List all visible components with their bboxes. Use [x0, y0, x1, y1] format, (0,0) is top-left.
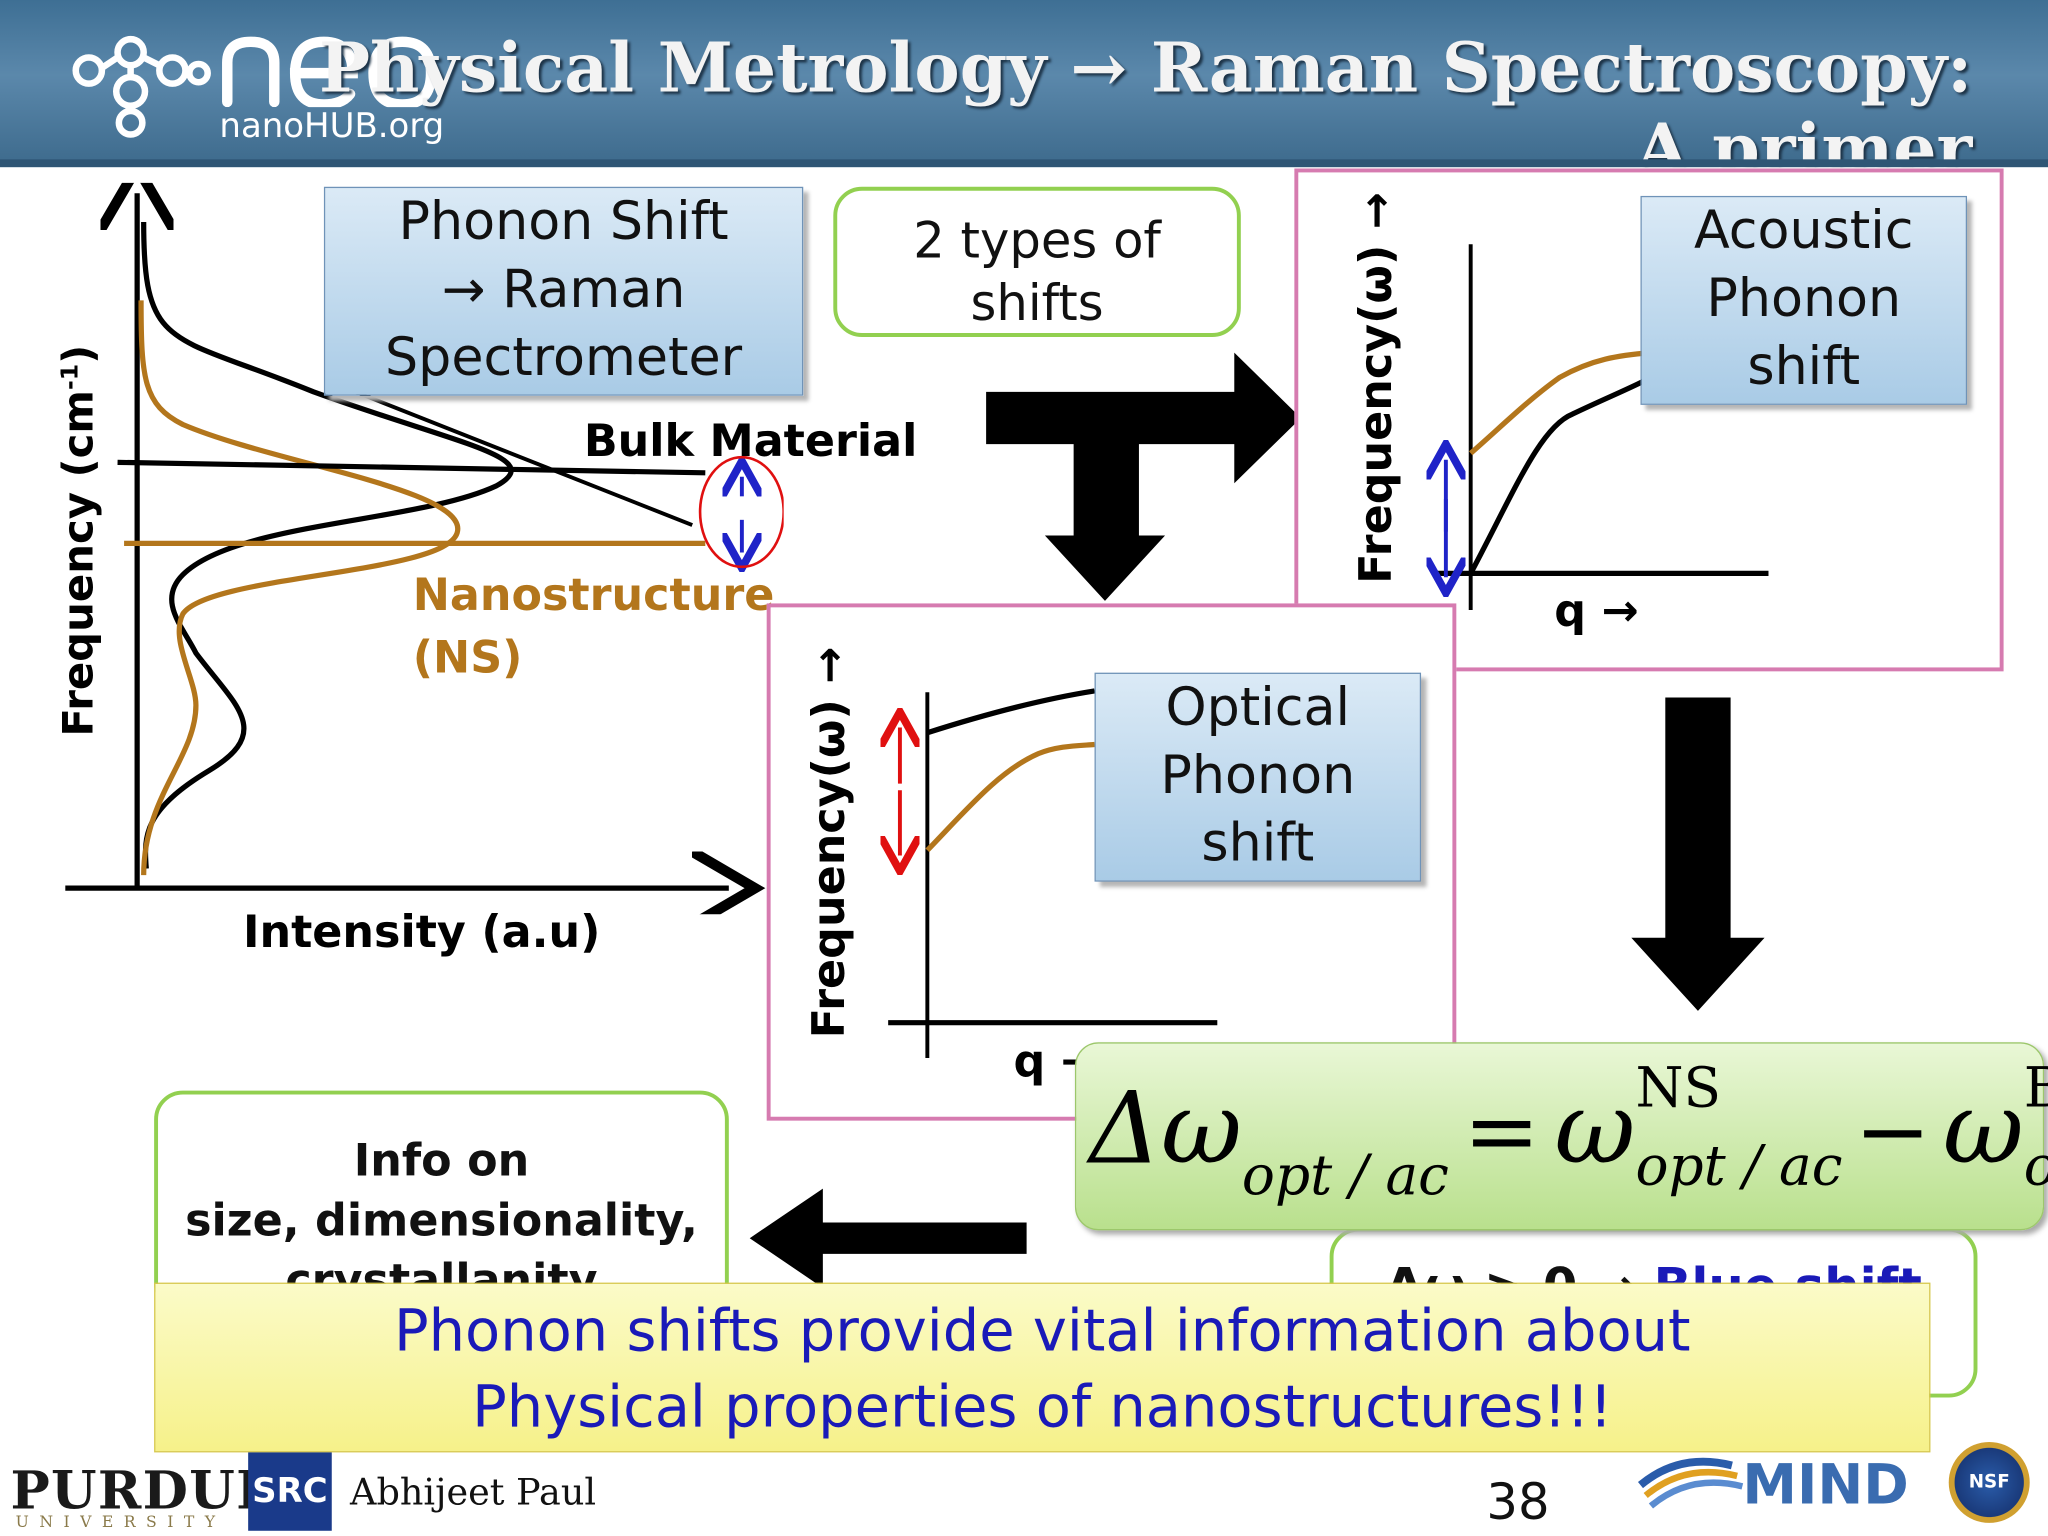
branch-arrows: [986, 352, 1301, 601]
bulk-curve: [141, 222, 514, 869]
acoustic-dispersion-plot: [1422, 244, 1769, 610]
src-logo: SRC: [248, 1452, 332, 1531]
optical-bulk-curve: [926, 688, 1095, 736]
left-plot-ylabel: Frequency (cm-1): [53, 344, 104, 737]
optical-phonon-panel: Frequency(ω) → q → Optical Phonon shift: [766, 603, 1457, 1121]
acoustic-ylabel: Frequency(ω) →: [1350, 192, 1403, 584]
nanohub-wordmark-icon: [222, 36, 437, 108]
pointer-line: [354, 390, 693, 527]
info-box: Info on size, dimensionality, crystallan…: [154, 1090, 729, 1313]
types-of-shifts-box: 2 types of shifts: [833, 186, 1241, 337]
bulk-peak-line: [117, 459, 706, 476]
right-arrow-icon: [986, 352, 1301, 484]
down-arrow-right: [1631, 697, 1765, 1011]
bulk-material-label: Bulk Material: [583, 415, 918, 468]
shift-highlight-circle: [698, 455, 784, 569]
logo-text: nanoHUB.org: [219, 107, 445, 147]
optical-ns-curve: [925, 741, 1095, 853]
acoustic-xlabel: q →: [1554, 585, 1639, 638]
nsf-logo: NSF: [1948, 1441, 2030, 1523]
acoustic-ns-curve: [1468, 350, 1652, 456]
phonon-shift-formula: Δωopt / ac = ω NS opt / ac − ω Bulk opt …: [1074, 1042, 2048, 1231]
ns-curve: [138, 300, 461, 876]
slide-title: Physical Metrology → Raman Spectroscopy:…: [318, 28, 1973, 168]
acoustic-bulk-curve: [1468, 375, 1653, 575]
optical-dispersion-plot: [862, 688, 1218, 1058]
phonon-shift-box: Phonon Shift → Raman Spectrometer: [323, 186, 804, 396]
down-arrow-icon: [1631, 697, 1765, 1011]
purdue-university-text: UNIVERSITY: [15, 1512, 226, 1531]
purdue-logo: PURDUE: [10, 1460, 278, 1522]
optical-phonon-box: Optical Phonon shift: [1094, 672, 1422, 882]
left-plot-xlabel: Intensity (a.u): [242, 906, 601, 959]
down-arrow-icon: [1044, 428, 1166, 601]
left-arrow: [749, 1188, 1027, 1288]
mind-logo: MIND: [1627, 1452, 1927, 1517]
mind-swoosh-icon: [1637, 1457, 1744, 1509]
nanostructure-label: Nanostructure (NS): [412, 569, 775, 685]
nanohub-molecule-icon: [72, 35, 211, 138]
summary-banner: Phonon shifts provide vital information …: [154, 1282, 1931, 1453]
raman-spectrum-plot: [65, 183, 784, 914]
page-number: 38: [1486, 1473, 1550, 1531]
acoustic-phonon-panel: Frequency(ω) → q → Acoustic Phonon shift: [1294, 168, 2004, 672]
left-arrow-icon: [749, 1188, 1027, 1288]
formula-text: Δωopt / ac = ω NS opt / ac − ω Bulk opt …: [1089, 1055, 2048, 1207]
acoustic-phonon-box: Acoustic Phonon shift: [1640, 195, 1968, 405]
header-bar: nanoHUB.org Physical Metrology → Raman S…: [0, 0, 2048, 168]
optical-ylabel: Frequency(ω) →: [803, 646, 856, 1039]
author-name: Abhijeet Paul: [350, 1470, 597, 1514]
